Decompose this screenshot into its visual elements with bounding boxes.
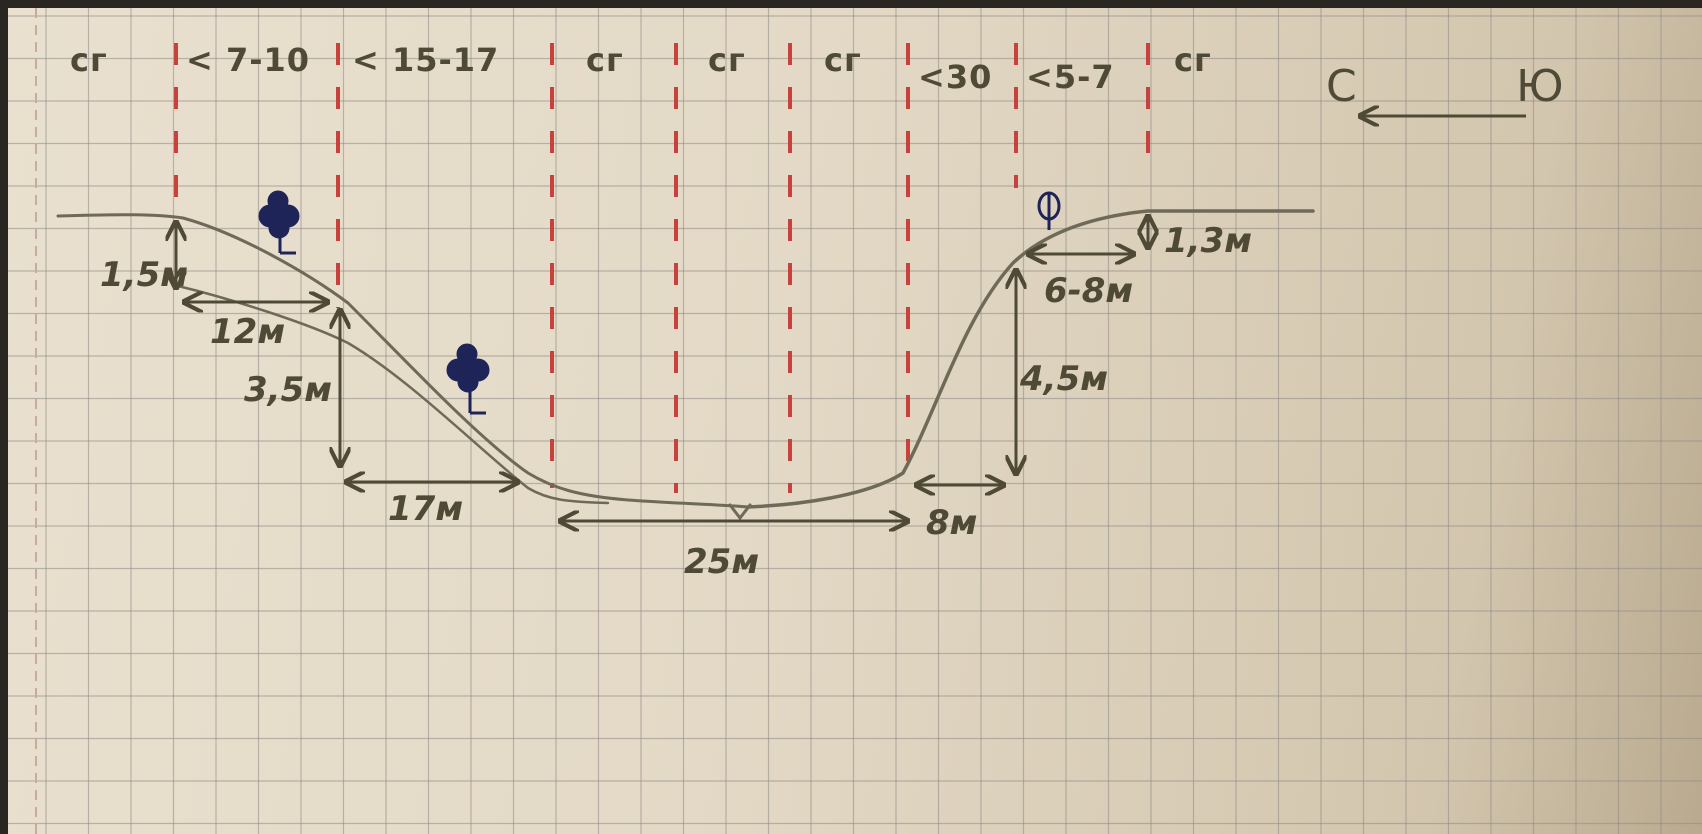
zone-label: сг: [824, 41, 862, 79]
notebook-sheet: сг < 7-10 < 15-17 сг сг сг <30 <5-7 сг С…: [8, 8, 1702, 834]
south-label: Ю: [1516, 61, 1564, 112]
zone-label: <5-7: [1026, 58, 1115, 96]
measure-label: 6-8м: [1044, 271, 1133, 311]
zone-dividers: [174, 43, 1150, 493]
tree-icon: [446, 343, 490, 415]
zone-label: сг: [708, 41, 746, 79]
grid-paper: [8, 8, 1702, 834]
zone-labels: сг < 7-10 < 15-17 сг сг сг <30 <5-7 сг: [70, 41, 1212, 96]
measure-label: 8м: [926, 503, 977, 543]
zone-label: < 15-17: [352, 41, 499, 79]
measure-label: 17м: [388, 489, 463, 529]
ground-surface-right: [746, 209, 1315, 509]
ravine-profile-diagram: сг < 7-10 < 15-17 сг сг сг <30 <5-7 сг С…: [35, 8, 1564, 834]
ground-surface-upper: [56, 213, 750, 509]
north-label: С: [1326, 61, 1357, 112]
measurement-labels: 1,5м 12м 3,5м 17м 25м 8м 4,5м 6-8м 1,3м: [100, 221, 1252, 582]
measure-label: 1,5м: [100, 255, 188, 295]
dimension-arrows: [176, 216, 1148, 521]
tree-icon: [258, 190, 300, 255]
measure-label: 25м: [684, 542, 759, 582]
measure-label: 1,3м: [1164, 221, 1252, 261]
measure-label: 3,5м: [244, 370, 332, 410]
measure-label: 4,5м: [1019, 359, 1108, 399]
zone-label: сг: [70, 41, 108, 79]
zone-label: <30: [918, 58, 992, 96]
zone-label: < 7-10: [186, 41, 310, 79]
measure-label: 12м: [210, 312, 285, 352]
compass-direction: С Ю: [1326, 61, 1564, 116]
terrain-profile: [56, 209, 1315, 521]
zone-label: сг: [1174, 41, 1212, 79]
zone-label: сг: [586, 41, 624, 79]
tree-icon: [1037, 191, 1061, 230]
